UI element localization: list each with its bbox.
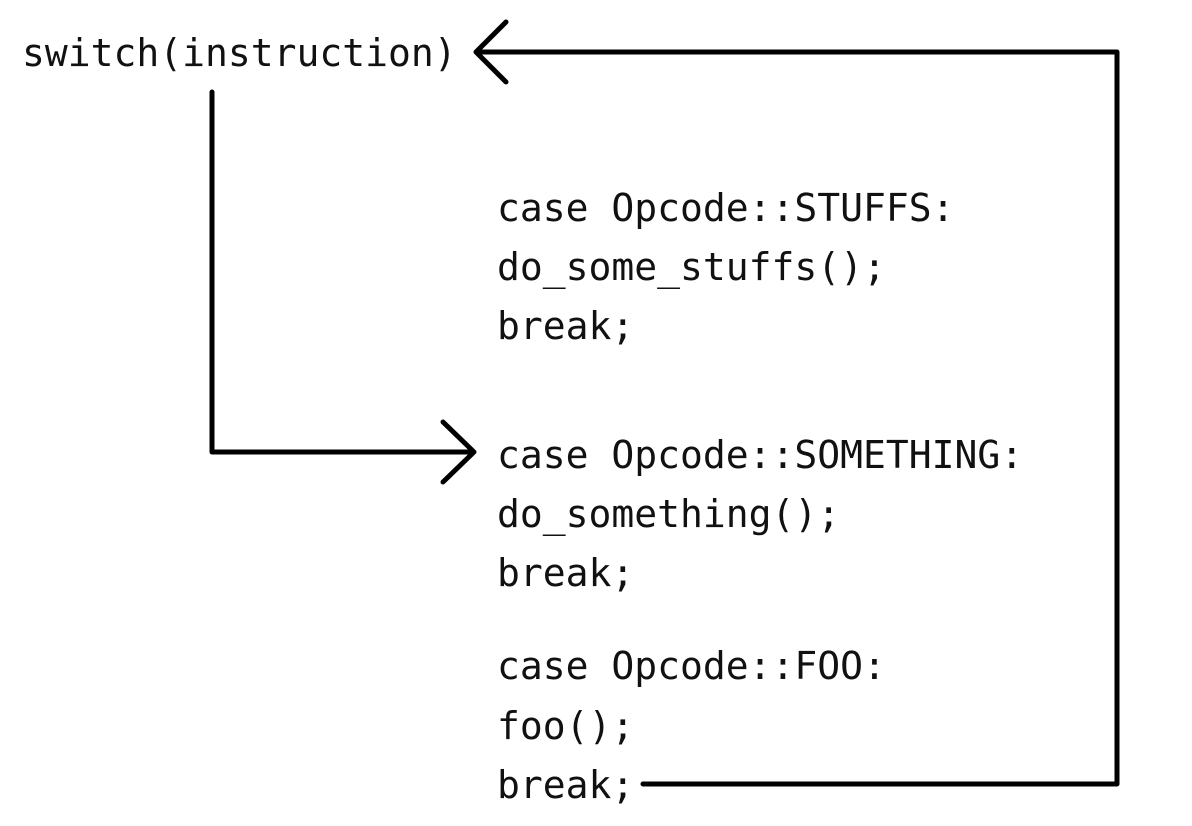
case-something-label: case Opcode::SOMETHING: bbox=[497, 433, 1024, 477]
case-stuffs-label: case Opcode::STUFFS: bbox=[497, 186, 955, 230]
case-foo-break: break; bbox=[497, 763, 635, 807]
case-something-call: do_something(); bbox=[497, 492, 841, 536]
case-something-break: break; bbox=[497, 551, 635, 595]
switch-statement: switch(instruction) bbox=[22, 31, 457, 75]
dispatch-arrow-head bbox=[440, 419, 477, 485]
loop-back-arrow-line bbox=[477, 49, 1120, 787]
loop-back-arrow-head bbox=[473, 19, 509, 85]
dispatch-arrow-line bbox=[209, 89, 473, 455]
case-stuffs-break: break; bbox=[497, 304, 635, 348]
case-stuffs-call: do_some_stuffs(); bbox=[497, 245, 886, 289]
case-foo-call: foo(); bbox=[497, 704, 635, 748]
case-foo-label: case Opcode::FOO: bbox=[497, 644, 886, 688]
